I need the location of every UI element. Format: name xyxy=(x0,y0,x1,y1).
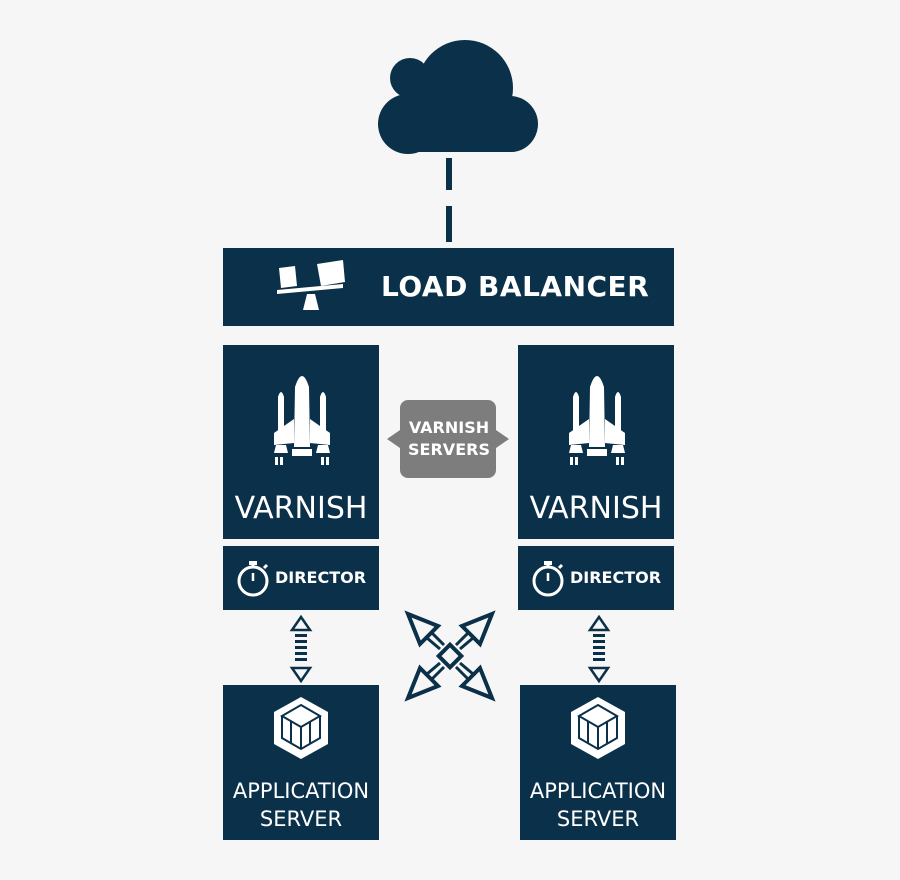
app-server-left: APPLICATION SERVER xyxy=(223,685,379,840)
cross-connection-icon xyxy=(404,610,496,702)
stopwatch-icon xyxy=(532,561,564,597)
director-left: DIRECTOR xyxy=(223,546,379,610)
cube-icon xyxy=(274,697,328,759)
app-server-label-line-2: SERVER xyxy=(259,807,343,831)
cube-icon xyxy=(571,697,625,759)
app-server-label: APPLICATION SERVER xyxy=(520,777,676,833)
seesaw-balance-icon xyxy=(277,260,345,310)
app-server-right: APPLICATION SERVER xyxy=(520,685,676,840)
varnish-servers-label: VARNISH SERVERS xyxy=(400,400,498,478)
varnish-label: VARNISH xyxy=(529,491,663,526)
load-balancer-label: LOAD BALANCER xyxy=(381,270,650,303)
varnish-servers-badge xyxy=(387,400,509,478)
badge-line-1: VARNISH xyxy=(408,418,490,437)
director-app-connector-right xyxy=(587,614,611,684)
director-right: DIRECTOR xyxy=(518,546,674,610)
app-server-label: APPLICATION SERVER xyxy=(223,777,379,833)
varnish-label: VARNISH xyxy=(234,491,368,526)
app-server-label-line-1: APPLICATION xyxy=(529,779,667,803)
app-server-label-line-1: APPLICATION xyxy=(232,779,370,803)
badge-line-2: SERVERS xyxy=(408,440,490,459)
space-shuttle-icon xyxy=(274,376,330,465)
load-balancer-box: LOAD BALANCER xyxy=(223,248,674,326)
app-server-label-line-2: SERVER xyxy=(556,807,640,831)
space-shuttle-icon xyxy=(569,376,625,465)
director-label: DIRECTOR xyxy=(570,568,662,587)
varnish-node-left: VARNISH xyxy=(223,345,379,539)
director-app-connector-left xyxy=(289,614,313,684)
varnish-node-right: VARNISH xyxy=(518,345,674,539)
internet-cloud-icon xyxy=(378,40,538,242)
director-label: DIRECTOR xyxy=(275,568,367,587)
stopwatch-icon xyxy=(237,561,269,597)
